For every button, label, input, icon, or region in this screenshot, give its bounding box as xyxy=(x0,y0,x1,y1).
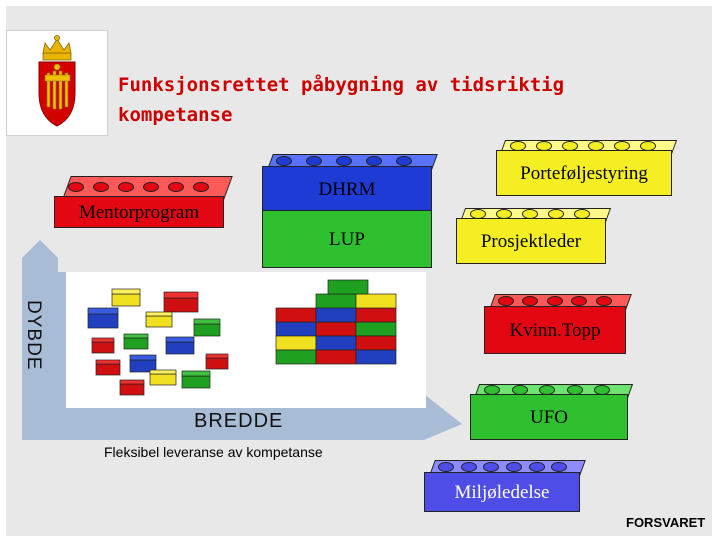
brick-stud xyxy=(595,296,612,306)
logo-frame xyxy=(6,30,108,136)
brick-stud xyxy=(306,156,322,166)
lego-photo-art xyxy=(87,279,397,396)
brick-stud xyxy=(546,296,563,306)
brick-miljoledelse: Miljøledelse xyxy=(424,460,586,512)
brick-stud xyxy=(118,182,134,192)
brick-stud xyxy=(551,462,568,472)
brick-stud xyxy=(68,182,84,192)
brick-stud xyxy=(571,296,588,306)
brick-body xyxy=(262,166,432,212)
scatter-brick-blue-3 xyxy=(129,354,157,373)
brick-stud xyxy=(498,296,514,306)
lego-photo xyxy=(66,272,426,408)
brick-label-prosjektleder: Prosjektleder xyxy=(480,231,582,252)
scatter-brick-green-2 xyxy=(123,333,149,350)
brick-label-lup: LUP xyxy=(329,229,365,250)
brick-stud xyxy=(528,462,545,472)
scatter-brick-green xyxy=(193,318,221,337)
brick-stud xyxy=(276,156,292,166)
brick-prosjektleder: Prosjektleder xyxy=(456,208,612,264)
brick-body xyxy=(484,306,626,354)
scatter-brick-green-3 xyxy=(181,370,211,389)
brick-label-kvinntopp: Kvinn.Topp xyxy=(509,320,601,341)
scatter-brick-blue-2 xyxy=(165,336,195,355)
brick-stud xyxy=(506,462,522,472)
brick-lup: LUP xyxy=(262,210,432,268)
brick-kvinntopp: Kvinn.Topp xyxy=(484,294,632,354)
brick-stud xyxy=(396,156,412,166)
brick-stud xyxy=(193,182,209,192)
brick-stud xyxy=(336,156,352,166)
slide-background xyxy=(6,6,712,536)
brick-body xyxy=(456,218,606,264)
scatter-brick-red-5 xyxy=(205,353,229,370)
bredde-axis-label: BREDDE xyxy=(194,410,284,432)
brick-stud xyxy=(460,462,477,472)
dybde-axis-label: DYBDE xyxy=(23,300,44,371)
brick-body xyxy=(496,150,672,196)
brick-label-mentorprogram: Mentorprogram xyxy=(78,202,200,223)
brick-label-ufo: UFO xyxy=(529,407,568,428)
scatter-brick-red-3 xyxy=(95,359,121,376)
scatter-brick-red-2 xyxy=(91,337,115,354)
brick-dhrm: DHRM xyxy=(262,154,438,212)
brick-stud xyxy=(483,462,500,472)
brick-ufo: UFO xyxy=(470,384,634,440)
brick-stud xyxy=(522,296,539,306)
subtitle-text: Fleksibel leveranse av kompetanse xyxy=(104,444,323,460)
brick-stud xyxy=(438,462,454,472)
brick-mentorprogram: Mentorprogram xyxy=(54,176,233,228)
brick-label-dhrm: DHRM xyxy=(318,179,376,200)
scatter-brick-yellow-2 xyxy=(145,311,173,328)
brick-stud xyxy=(143,182,159,192)
scatter-brick-blue xyxy=(87,307,119,329)
brand-label: FORSVARET xyxy=(626,515,706,530)
scatter-brick-red xyxy=(163,291,199,313)
brick-label-miljoledelse: Miljøledelse xyxy=(454,482,550,503)
brick-stud xyxy=(366,156,382,166)
brick-body xyxy=(262,210,432,268)
coat-of-arms-logo xyxy=(38,35,76,127)
scatter-brick-red-4 xyxy=(119,379,145,396)
dybde-arrow xyxy=(22,240,462,440)
scatter-brick-yellow-3 xyxy=(149,369,177,386)
brick-body xyxy=(424,472,580,512)
stacked-brick-wall xyxy=(275,279,397,365)
slide-title: Funksjonsrettet påbygning av tidsriktig … xyxy=(118,74,565,126)
brick-portefoljestyring: Porteføljestyring xyxy=(496,140,678,196)
brick-body xyxy=(54,196,224,228)
brick-stud xyxy=(93,182,109,192)
brick-stud xyxy=(168,182,184,192)
scatter-brick-yellow xyxy=(111,288,141,307)
brick-label-portefoljestyring: Porteføljestyring xyxy=(520,163,648,184)
brick-body xyxy=(470,394,628,440)
